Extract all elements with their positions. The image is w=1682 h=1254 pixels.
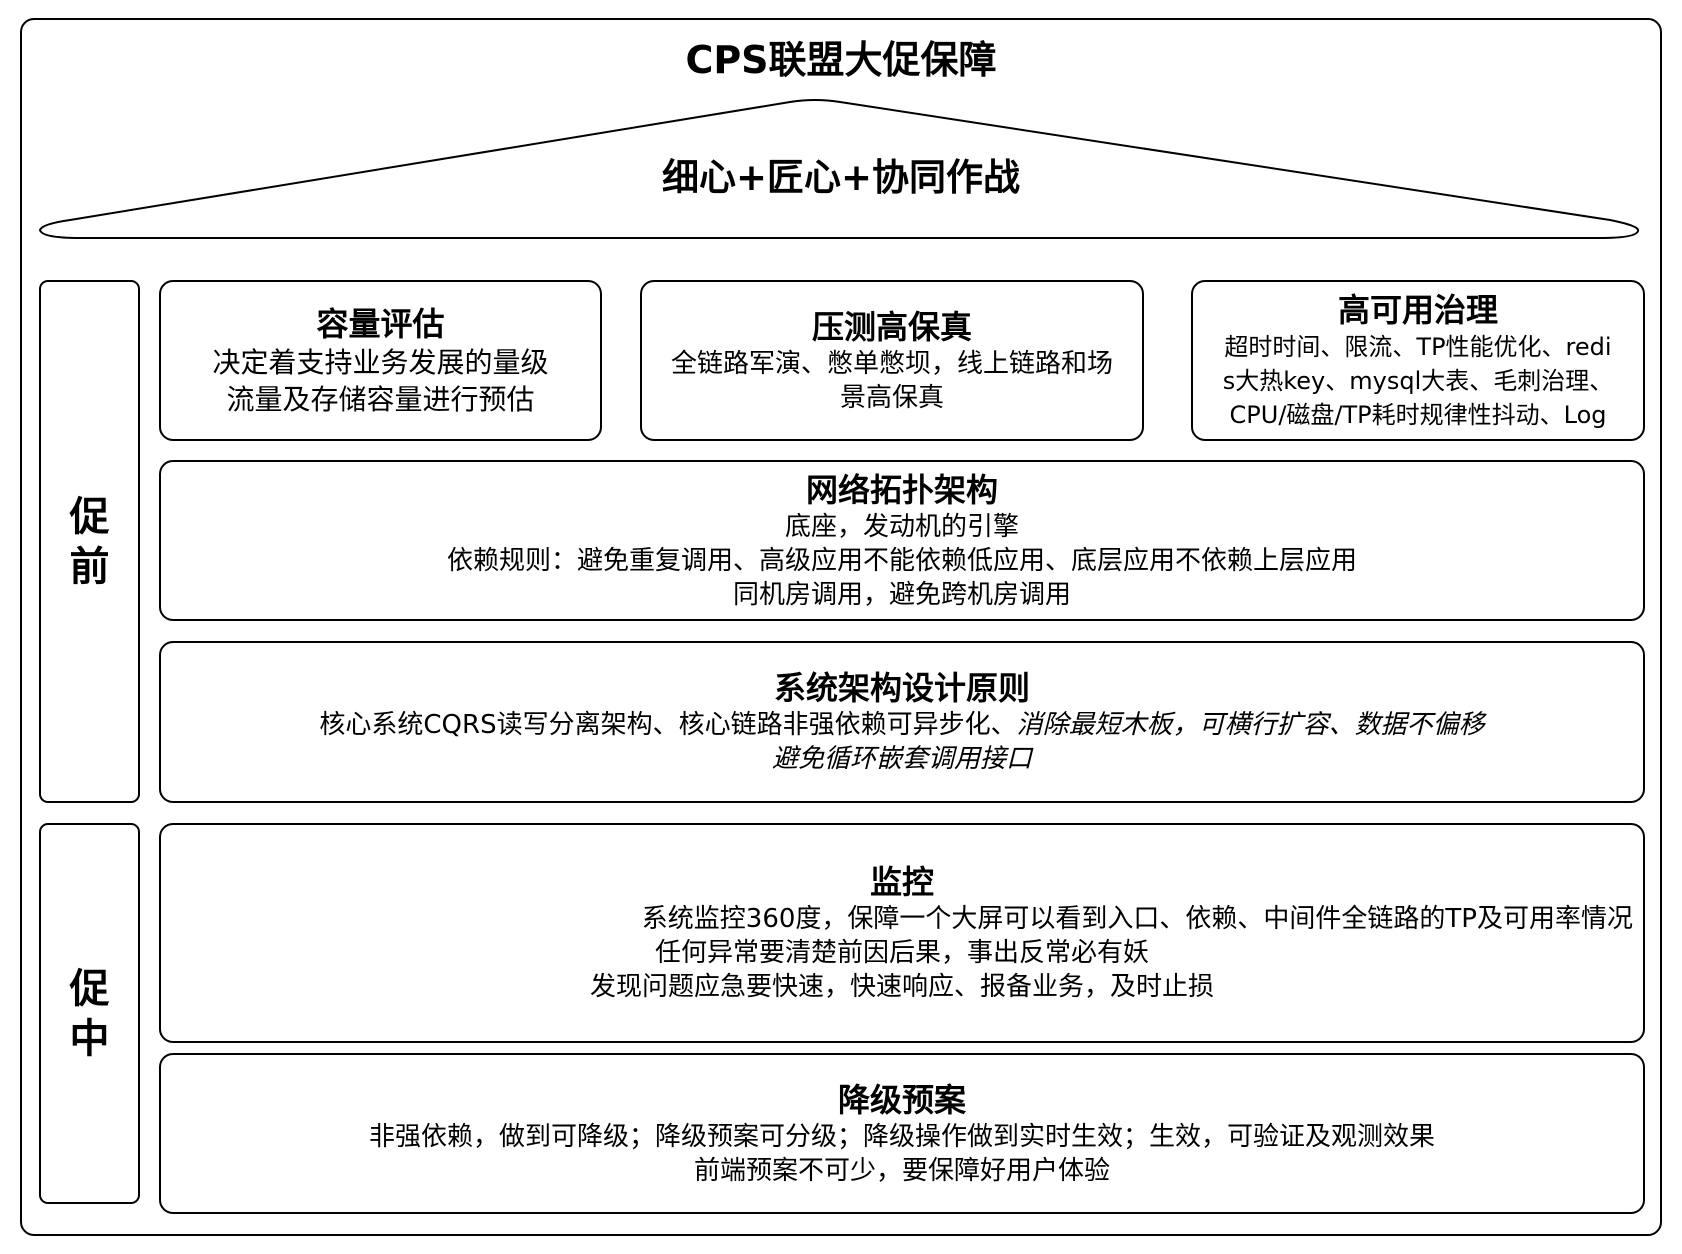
box-degrade-line: 前端预案不可少，要保障好用户体验 <box>693 1155 1110 1186</box>
box-arch-line1-italic: 消除最短木板，可横行扩容、数据不偏移 <box>1016 710 1485 740</box>
box-ha-title: 高可用治理 <box>1337 290 1498 329</box>
box-capacity-line: 流量及存储容量进行预估 <box>226 382 535 416</box>
box-capacity-line: 决定着支持业务发展的量级 <box>212 345 549 379</box>
box-arch-line1-normal: 核心系统CQRS读写分离架构、核心链路非强依赖可异步化、 <box>319 710 1017 740</box>
slogan: 细心+匠心+协同作战 <box>661 156 1020 199</box>
roof-shape <box>38 99 1640 239</box>
box-degrade: 降级预案 非强依赖，做到可降级；降级预案可分级；降级操作做到实时生效；生效，可验… <box>159 1053 1645 1214</box>
box-stress-line: 景高保真 <box>839 382 944 413</box>
box-ha-line: 超时时间、限流、TP性能优化、redi <box>1224 332 1612 361</box>
phase-before-label: 促前 <box>69 493 110 590</box>
box-monitor-line: 系统监控360度，保障一个大屏可以看到入口、依赖、中间件全链路的TP及可用率情况 <box>641 904 1633 934</box>
box-network-line: 底座，发动机的引擎 <box>784 511 1019 542</box>
box-network-line: 依赖规则：避免重复调用、高级应用不能依赖低应用、底层应用不依赖上层应用 <box>446 545 1357 576</box>
box-stress-title: 压测高保真 <box>811 307 972 346</box>
box-degrade-title: 降级预案 <box>837 1080 966 1119</box>
box-capacity: 容量评估 决定着支持业务发展的量级 流量及存储容量进行预估 <box>159 280 602 441</box>
box-network-line: 同机房调用，避免跨机房调用 <box>732 579 1071 610</box>
box-arch-title: 系统架构设计原则 <box>773 669 1030 707</box>
box-stress: 压测高保真 全链路军演、憋单憋坝，线上链路和场 景高保真 <box>640 280 1144 441</box>
box-ha-line: s大热key、mysql大表、毛刺治理、 <box>1222 366 1614 395</box>
box-network-title: 网络拓扑架构 <box>805 470 998 509</box>
box-capacity-title: 容量评估 <box>316 304 445 343</box>
box-ha-line: CPU/磁盘/TP耗时规律性抖动、Log <box>1229 400 1607 429</box>
diagram-title: CPS联盟大促保障 <box>685 38 997 82</box>
phase-during-label: 促中 <box>69 965 110 1062</box>
box-arch-line2: 避免循环嵌套调用接口 <box>771 744 1032 774</box>
box-arch: 系统架构设计原则 核心系统CQRS读写分离架构、核心链路非强依赖可异步化、消除最… <box>159 641 1645 803</box>
box-ha: 高可用治理 超时时间、限流、TP性能优化、redi s大热key、mysql大表… <box>1191 280 1645 441</box>
box-monitor-line: 任何异常要清楚前因后果，事出反常必有妖 <box>654 938 1149 968</box>
box-monitor: 监控 系统监控360度，保障一个大屏可以看到入口、依赖、中间件全链路的TP及可用… <box>159 823 1645 1043</box>
box-monitor-line: 发现问题应急要快速，快速响应、报备业务，及时止损 <box>589 972 1214 1002</box>
phase-during: 促中 <box>39 823 140 1204</box>
box-monitor-title: 监控 <box>869 863 934 901</box>
phase-before: 促前 <box>39 280 140 803</box>
box-degrade-line: 非强依赖，做到可降级；降级预案可分级；降级操作做到实时生效；生效，可验证及观测效… <box>368 1121 1435 1152</box>
outer-frame <box>20 18 1662 1236</box>
box-network: 网络拓扑架构 底座，发动机的引擎 依赖规则：避免重复调用、高级应用不能依赖低应用… <box>159 460 1645 621</box>
box-arch-line: 核心系统CQRS读写分离架构、核心链路非强依赖可异步化、消除最短木板，可横行扩容… <box>319 708 1484 742</box>
box-stress-line: 全链路军演、憋单憋坝，线上链路和场 <box>670 348 1113 379</box>
